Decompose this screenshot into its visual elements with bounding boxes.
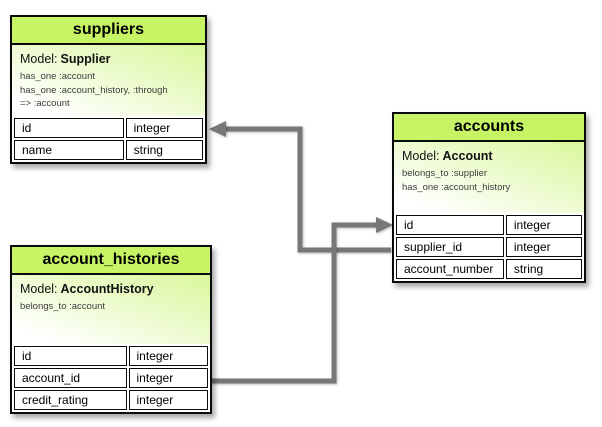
association-line: => :account [20, 98, 70, 109]
arrowhead-into-suppliers [209, 121, 226, 137]
model-label: Model: [20, 52, 58, 66]
table-row: id integer [14, 118, 203, 138]
field-name-cell: credit_rating [14, 390, 127, 410]
table-account-histories-model-section: Model:AccountHistory belongs_to :account [12, 275, 210, 344]
field-type-cell: integer [125, 118, 203, 138]
table-accounts-columns: id integer supplier_id integer account_n… [394, 213, 584, 281]
table-row: account_number string [396, 259, 582, 279]
field-type-cell: integer [128, 368, 208, 388]
table-row: name string [14, 140, 203, 160]
connector-accounts-to-suppliers [223, 126, 391, 253]
table-row: account_id integer [14, 368, 208, 388]
table-row: id integer [396, 215, 582, 235]
model-label: Model: [402, 149, 440, 163]
field-type-cell: integer [505, 237, 582, 257]
field-name-cell: id [14, 346, 127, 366]
association-line: belongs_to :account [20, 301, 106, 312]
table-row: id integer [14, 346, 208, 366]
association-line: has_one :account_history, :through [20, 84, 168, 96]
table-row: credit_rating integer [14, 390, 208, 410]
field-name-cell: supplier_id [396, 237, 504, 257]
field-type-cell: integer [128, 390, 208, 410]
table-accounts-title: accounts [394, 114, 584, 142]
model-line: Model:AccountHistory [20, 282, 210, 296]
table-suppliers-title: suppliers [12, 17, 205, 45]
connector-histories-to-accounts [211, 222, 377, 384]
association-line: belongs_to :supplier [402, 168, 488, 179]
table-suppliers-model-section: Model:Supplier has_one :account has_one … [12, 45, 205, 116]
field-name-cell: account_id [14, 368, 127, 388]
table-suppliers-columns: id integer name string [12, 116, 205, 162]
field-name-cell: name [14, 140, 124, 160]
field-type-cell: integer [505, 215, 582, 235]
field-name-cell: id [14, 118, 124, 138]
model-name: Account [442, 149, 493, 163]
association-line: has_one :account [20, 71, 96, 82]
association-line: has_one :account_history [402, 181, 511, 193]
model-line: Model:Supplier [20, 52, 205, 66]
table-accounts-model-section: Model:Account belongs_to :supplier has_o… [394, 142, 584, 213]
model-name: Supplier [60, 52, 111, 66]
field-name-cell: id [396, 215, 504, 235]
model-line: Model:Account [402, 149, 584, 163]
table-row: supplier_id integer [396, 237, 582, 257]
table-suppliers: suppliers Model:Supplier has_one :accoun… [10, 15, 207, 164]
table-accounts: accounts Model:Account belongs_to :suppl… [392, 112, 586, 283]
table-account-histories-title: account_histories [12, 247, 210, 275]
field-type-cell: string [125, 140, 203, 160]
field-type-cell: string [505, 259, 582, 279]
table-account-histories-columns: id integer account_id integer credit_rat… [12, 344, 210, 412]
model-label: Model: [20, 282, 58, 296]
table-account-histories: account_histories Model:AccountHistory b… [10, 245, 212, 414]
field-name-cell: account_number [396, 259, 504, 279]
model-name: AccountHistory [60, 282, 154, 296]
field-type-cell: integer [128, 346, 208, 366]
arrowhead-into-accounts [376, 217, 393, 233]
